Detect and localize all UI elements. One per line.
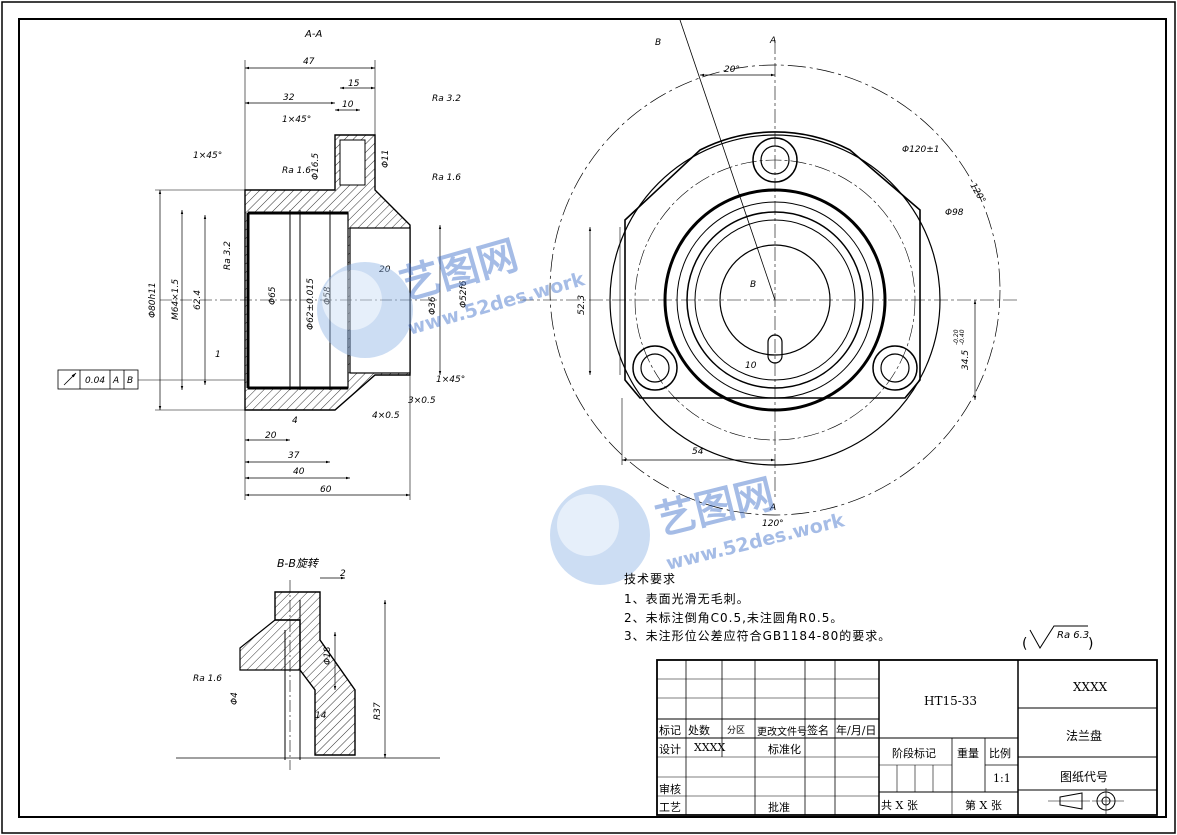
- svg-text:20: 20: [265, 431, 277, 441]
- value-scale: 1:1: [993, 772, 1011, 785]
- svg-text:54: 54: [692, 447, 704, 457]
- watermark-bottom: 艺图网 www.52des.work: [550, 471, 847, 585]
- label-weight: 重量: [957, 747, 979, 760]
- title-drawing-no: 图纸代号: [1060, 770, 1109, 784]
- title-material: HT15-33: [924, 694, 978, 708]
- svg-text:Φ98: Φ98: [945, 208, 964, 218]
- notes-title: 技术要求: [624, 572, 677, 586]
- svg-text:4: 4: [292, 416, 298, 426]
- svg-text:Φ16.5: Φ16.5: [311, 153, 321, 180]
- svg-text:47: 47: [303, 57, 315, 67]
- svg-text:14: 14: [315, 711, 327, 721]
- row-label-count: 处数: [688, 724, 710, 737]
- svg-text:Ra 1.6: Ra 1.6: [193, 674, 222, 684]
- svg-text:0.04: 0.04: [85, 376, 105, 386]
- svg-text:32: 32: [283, 93, 295, 103]
- svg-text:37: 37: [288, 451, 300, 461]
- svg-text:20: 20: [379, 265, 391, 275]
- front-view: [520, 19, 1020, 516]
- svg-text:62.4: 62.4: [193, 290, 203, 310]
- roughness-symbol: Ra 6.3 ( ): [1022, 625, 1093, 652]
- svg-text:Φ36: Φ36: [428, 296, 438, 315]
- row-label-zone: 分区: [727, 726, 746, 736]
- title-name: 法兰盘: [1066, 729, 1103, 743]
- label-scale: 比例: [989, 747, 1011, 760]
- svg-text:): ): [1088, 636, 1093, 652]
- svg-text:R37: R37: [373, 702, 383, 720]
- svg-text:Ra 3.2: Ra 3.2: [223, 241, 233, 270]
- svg-text:Φ4: Φ4: [230, 692, 240, 705]
- svg-text:Ra 6.3: Ra 6.3: [1057, 630, 1089, 641]
- label-approve: 批准: [768, 801, 790, 814]
- svg-text:52.3: 52.3: [577, 295, 587, 315]
- note-line-2: 2、未标注倒角C0.5,未注圆角R0.5。: [624, 611, 844, 625]
- svg-text:A: A: [769, 36, 776, 46]
- svg-text:M64×1.5: M64×1.5: [171, 279, 181, 320]
- svg-text:Φ80h11: Φ80h11: [148, 282, 158, 318]
- svg-text:1: 1: [215, 350, 221, 360]
- svg-text:B: B: [127, 376, 133, 386]
- svg-text:Φ18: Φ18: [323, 646, 333, 665]
- svg-text:120°: 120°: [762, 519, 784, 529]
- label-review: 审核: [659, 783, 681, 796]
- title-block: [656, 659, 1158, 816]
- row-label-change-doc: 更改文件号: [757, 727, 807, 738]
- svg-text:B: B: [750, 280, 756, 290]
- row-label-mark: 标记: [659, 724, 681, 737]
- svg-text:1×45°: 1×45°: [193, 151, 222, 161]
- note-line-1: 1、表面光滑无毛刺。: [624, 592, 750, 606]
- svg-text:A: A: [112, 376, 119, 386]
- row-label-sign: 签名: [807, 724, 829, 737]
- title-code: XXXX: [1073, 680, 1108, 694]
- svg-text:40: 40: [293, 467, 305, 477]
- svg-text:60: 60: [320, 485, 332, 495]
- svg-text:-0.40: -0.40: [959, 329, 966, 345]
- inner-border: [18, 18, 1167, 818]
- svg-text:1×45°: 1×45°: [282, 115, 311, 125]
- svg-text:Ra 3.2: Ra 3.2: [432, 94, 461, 104]
- label-total-sheets: 共 X 张: [881, 799, 918, 812]
- svg-text:(: (: [1022, 636, 1027, 652]
- svg-text:Φ52f6: Φ52f6: [459, 280, 469, 308]
- svg-text:Ra 1.6: Ra 1.6: [432, 173, 461, 183]
- section-bb-labels: B-B旋转 2 Ra 1.6 Φ18 Φ4 R37 14: [193, 557, 383, 721]
- label-sheet-number: 第 X 张: [965, 799, 1002, 812]
- svg-text:4×0.5: 4×0.5: [372, 411, 400, 421]
- svg-text:20°: 20°: [724, 65, 740, 75]
- svg-text:Φ120±1: Φ120±1: [902, 145, 940, 155]
- note-line-3: 3、未注形位公差应符合GB1184-80的要求。: [624, 629, 892, 643]
- svg-text:120°: 120°: [967, 182, 987, 206]
- label-standardization: 标准化: [768, 743, 801, 756]
- svg-text:B: B: [655, 38, 661, 48]
- label-process: 工艺: [659, 801, 681, 814]
- section-bb-view: [176, 576, 440, 770]
- svg-text:Ra 1.6: Ra 1.6: [282, 166, 311, 176]
- svg-text:3×0.5: 3×0.5: [408, 396, 436, 406]
- section-aa-view: A-A: [57, 29, 442, 500]
- svg-text:B-B旋转: B-B旋转: [277, 557, 320, 570]
- front-view-labels: B A 20° Φ120±1 120° Φ98 B 52.3 34.5 -0.2…: [577, 36, 987, 529]
- svg-text:Φ11: Φ11: [381, 149, 391, 168]
- label-design: 设计: [659, 743, 681, 756]
- label-stage: 阶段标记: [892, 747, 936, 760]
- section-aa-dim-labels: 47 15 32 10 1×45° 1×45° Ra 3.2 Ra 1.6 Ra…: [85, 57, 469, 495]
- svg-text:2: 2: [340, 569, 346, 579]
- svg-text:-0.20: -0.20: [953, 329, 960, 345]
- section-aa-title: A-A: [304, 29, 322, 40]
- svg-text:Φ62±0.015: Φ62±0.015: [306, 278, 316, 330]
- svg-text:10: 10: [342, 100, 354, 110]
- svg-text:34.5: 34.5: [961, 350, 971, 370]
- svg-text:Φ58: Φ58: [323, 286, 333, 305]
- row-label-date: 年/月/日: [836, 724, 877, 737]
- svg-text:Φ65: Φ65: [268, 286, 278, 305]
- value-designer: XXXX: [694, 741, 726, 754]
- svg-text:1×45°: 1×45°: [436, 375, 465, 385]
- svg-text:10: 10: [745, 361, 757, 371]
- svg-text:15: 15: [348, 79, 360, 89]
- svg-text:A: A: [769, 503, 776, 513]
